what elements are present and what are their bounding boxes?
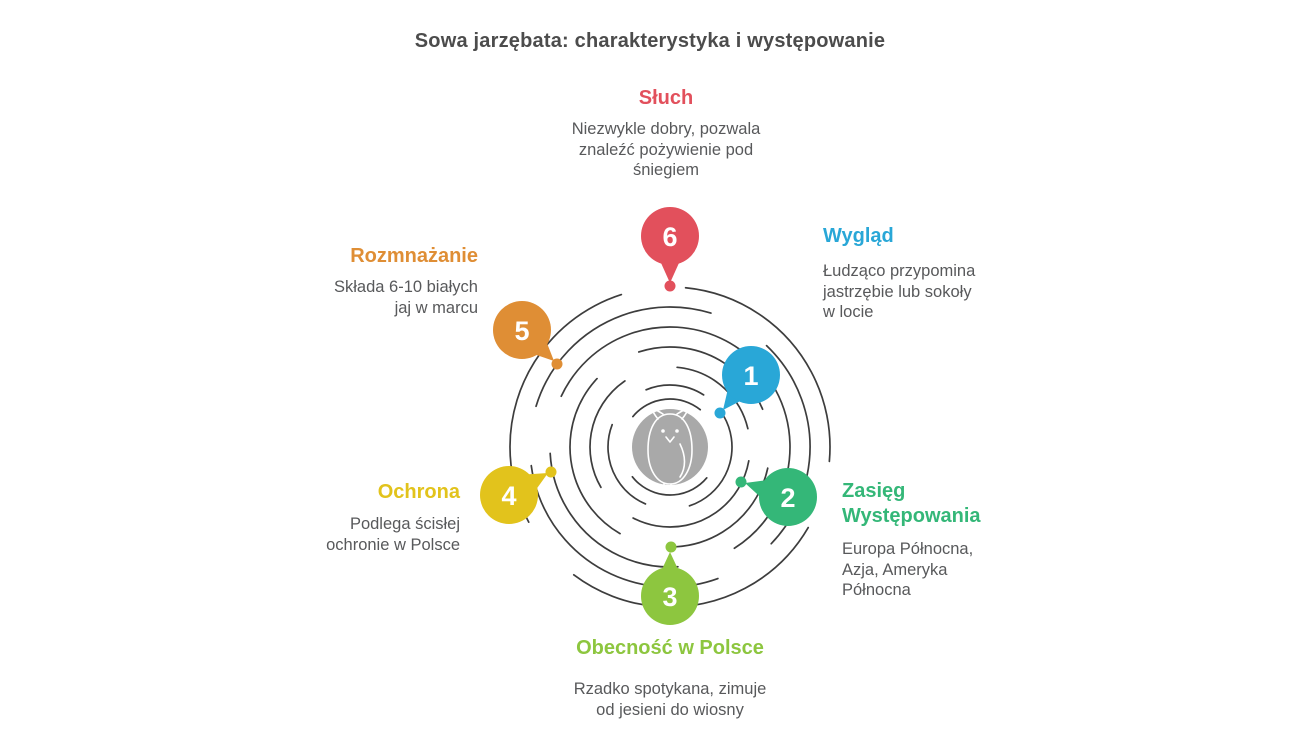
connector-dot-2 [735,476,747,488]
item-label: Ochrona [377,481,460,503]
connector-dot-5 [551,358,563,370]
marker-5-number: 5 [514,316,529,346]
connector-dot-4 [545,466,557,478]
spiral-ring [569,346,771,548]
item-label: Obecność w Polsce [576,637,764,659]
item-block-rozmnazanie: Rozmnażanie Składa 6-10 białych jaj w ma… [278,244,478,318]
item-block-zasieg: Zasięg Występowania Europa Północna, Azj… [842,479,1052,601]
spiral-ring [621,398,719,496]
item-label: Rozmnażanie [350,245,478,267]
item-description: Niezwykle dobry, pozwala znaleźć pożywie… [571,120,761,179]
item-description: Łudząco przypomina jastrzębie lub sokoły… [823,262,976,321]
marker-1: 1 [722,346,780,410]
owl-icon [632,406,708,490]
connector-dot-1 [714,407,726,419]
item-label: Słuch [638,87,694,109]
item-description: Składa 6-10 białych jaj w marcu [333,278,478,317]
spiral-ring [529,306,811,588]
marker-4-number: 4 [501,481,516,511]
marker-2: 2 [745,468,817,526]
item-description: Europa Północna, Azja, Ameryka Północna [842,540,974,599]
page-title: Sowa jarzębata: charakterystyka i występ… [414,30,886,52]
marker-4: 4 [480,466,548,524]
item-label: Zasięg Występowania [842,480,981,527]
item-block-obecnosc: Obecność w Polsce Rzadko spotykana, zimu… [540,636,800,720]
marker-1-number: 1 [743,361,758,391]
item-block-sluch: Słuch Niezwykle dobry, pozwala znaleźć p… [536,86,796,181]
marker-5: 5 [493,301,554,361]
marker-3-number: 3 [662,582,677,612]
connector-dot-3 [665,541,677,553]
item-block-wyglad: Wygląd Łudząco przypomina jastrzębie lub… [823,224,1033,323]
marker-2-number: 2 [780,483,795,513]
spiral-ring [589,366,751,528]
marker-6: 6 [641,207,699,283]
spiral-rings [509,286,831,608]
item-description: Podlega ścisłej ochronie w Polsce [326,515,460,554]
connector-dot-6 [664,280,676,292]
spiral-ring [509,286,831,608]
marker-3: 3 [641,552,699,625]
marker-6-number: 6 [662,222,677,252]
item-label: Wygląd [823,225,894,247]
item-description: Rzadko spotykana, zimuje od jesieni do w… [573,680,767,719]
item-block-ochrona: Ochrona Podlega ścisłej ochronie w Polsc… [260,480,460,555]
